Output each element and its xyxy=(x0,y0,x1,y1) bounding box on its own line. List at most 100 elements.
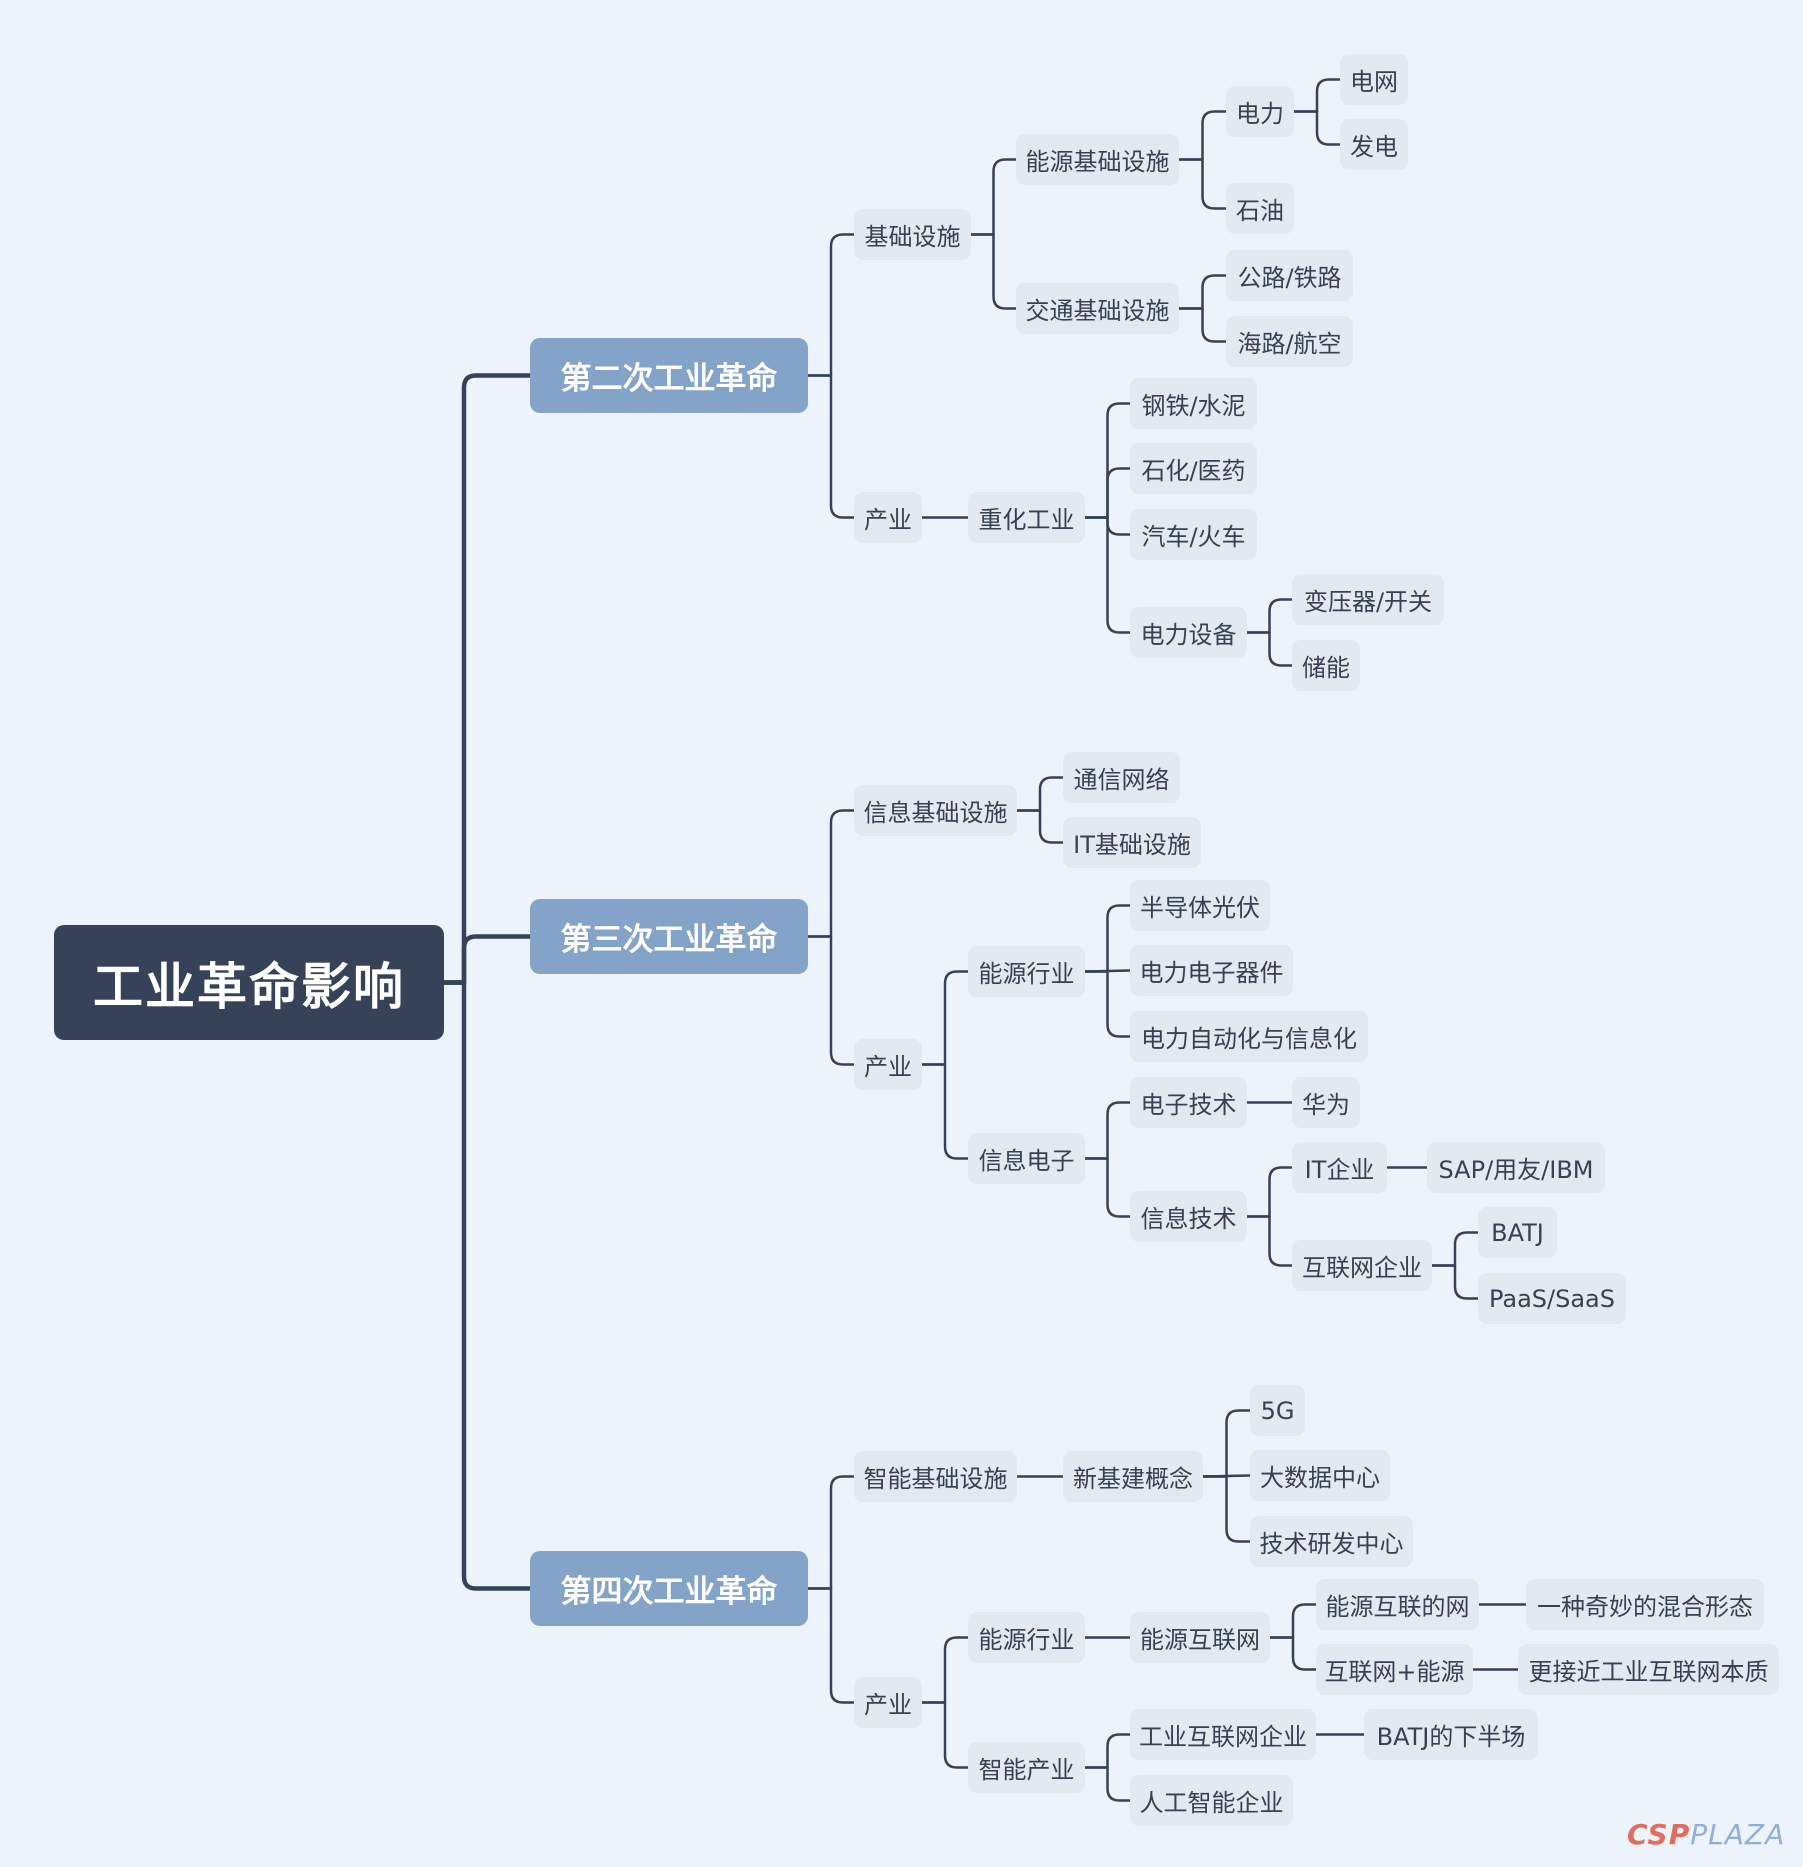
connector-c13-c14 xyxy=(1083,1733,1132,1769)
connector-a15-a16 xyxy=(1245,598,1294,634)
connector-c13-c16 xyxy=(1083,1766,1132,1802)
connector-b5-b6 xyxy=(1083,904,1132,973)
node-fourth-internet-energy[interactable]: 互联网+能源 xyxy=(1316,1644,1473,1695)
node-third-batj[interactable]: BATJ xyxy=(1478,1207,1557,1258)
node-second-sea-air[interactable]: 海路/航空 xyxy=(1226,316,1353,367)
node-third-huawei[interactable]: 华为 xyxy=(1292,1077,1360,1128)
connector-m2-a10 xyxy=(806,374,856,519)
node-second-title[interactable]: 第二次工业革命 xyxy=(530,338,808,413)
node-fourth-rnd-center[interactable]: 技术研发中心 xyxy=(1250,1516,1413,1567)
connector-a2-a3 xyxy=(1177,110,1228,161)
node-third-it-enterprise[interactable]: IT企业 xyxy=(1292,1142,1387,1193)
watermark-part-b: PLAZA xyxy=(1690,1818,1786,1851)
connector-a2-a6 xyxy=(1177,158,1228,210)
node-fourth-smart-industry[interactable]: 智能产业 xyxy=(968,1742,1085,1793)
node-fourth-big-data[interactable]: 大数据中心 xyxy=(1250,1450,1390,1501)
node-fourth-five-g[interactable]: 5G xyxy=(1250,1385,1305,1436)
connector-b1-b2 xyxy=(1015,776,1065,812)
connector-c8-c9 xyxy=(1268,1603,1318,1639)
connector-b4-b5 xyxy=(920,970,970,1066)
node-second-infrastructure[interactable]: 基础设施 xyxy=(854,209,971,260)
node-third-paas[interactable]: PaaS/SaaS xyxy=(1478,1273,1626,1324)
node-third-info-electronics[interactable]: 信息电子 xyxy=(968,1133,1085,1184)
node-fourth-smart-infra[interactable]: 智能基础设施 xyxy=(854,1451,1017,1502)
node-third-sap[interactable]: SAP/用友/IBM xyxy=(1427,1142,1605,1193)
connector-b4-b9 xyxy=(920,1063,970,1160)
node-third-title[interactable]: 第三次工业革命 xyxy=(530,899,808,974)
node-third-internet-enterprise[interactable]: 互联网企业 xyxy=(1292,1240,1432,1291)
connector-b15-b17 xyxy=(1430,1264,1480,1300)
node-fourth-energy-internet[interactable]: 能源互联网 xyxy=(1130,1612,1270,1663)
node-fourth-iiot-enterprise[interactable]: 工业互联网企业 xyxy=(1130,1709,1316,1760)
connector-c6-c7 xyxy=(920,1636,970,1704)
connector-a3-a4 xyxy=(1292,78,1342,113)
connector-a11-a12 xyxy=(1083,402,1132,519)
node-third-power-automation[interactable]: 电力自动化与信息化 xyxy=(1130,1011,1368,1062)
node-second-car-train[interactable]: 汽车/火车 xyxy=(1130,509,1257,560)
node-third-energy-sector[interactable]: 能源行业 xyxy=(968,946,1085,997)
connector-b12-b13 xyxy=(1245,1166,1294,1218)
connector-b9-b12 xyxy=(1083,1157,1132,1218)
connector-b1-b3 xyxy=(1015,809,1065,844)
node-third-info-tech[interactable]: 信息技术 xyxy=(1130,1191,1247,1242)
node-fourth-ai-enterprise[interactable]: 人工智能企业 xyxy=(1130,1775,1293,1826)
node-fourth-closer[interactable]: 更接近工业互联网本质 xyxy=(1518,1644,1779,1695)
node-second-electricity[interactable]: 电力 xyxy=(1226,86,1294,137)
node-second-road-rail[interactable]: 公路/铁路 xyxy=(1226,250,1353,301)
node-second-energy-storage[interactable]: 储能 xyxy=(1292,640,1360,691)
node-fourth-new-infra[interactable]: 新基建概念 xyxy=(1063,1451,1203,1502)
node-second-heavy-industry[interactable]: 重化工业 xyxy=(968,492,1085,543)
node-third-electronic-tech[interactable]: 电子技术 xyxy=(1130,1077,1247,1128)
node-second-petro-pharma[interactable]: 石化/医药 xyxy=(1130,443,1257,494)
connector-m3-b1 xyxy=(806,809,856,938)
connector-a7-a9 xyxy=(1177,307,1228,343)
connector-c6-c13 xyxy=(920,1701,970,1769)
connector-root-m2 xyxy=(441,373,533,985)
node-fourth-energy-net[interactable]: 能源互联的网 xyxy=(1316,1579,1479,1630)
connector-b15-b16 xyxy=(1430,1231,1480,1267)
connector-root-m3 xyxy=(441,934,533,985)
node-third-comm-network[interactable]: 通信网络 xyxy=(1063,752,1180,803)
node-second-steel-cement[interactable]: 钢铁/水泥 xyxy=(1130,378,1257,429)
connector-a1-a2 xyxy=(969,158,1018,236)
node-second-transport-infra[interactable]: 交通基础设施 xyxy=(1016,283,1179,334)
node-fourth-title[interactable]: 第四次工业革命 xyxy=(530,1551,808,1626)
watermark-part-a: CSP xyxy=(1627,1818,1691,1851)
node-second-transformer-switch[interactable]: 变压器/开关 xyxy=(1292,574,1444,625)
node-root[interactable]: 工业革命影响 xyxy=(54,925,444,1040)
node-second-energy-infra[interactable]: 能源基础设施 xyxy=(1016,134,1179,185)
connector-a7-a8 xyxy=(1177,274,1228,310)
watermark-logo: CSPPLAZA xyxy=(1627,1818,1785,1851)
connector-b5-b8 xyxy=(1083,970,1132,1038)
connector-a3-a5 xyxy=(1292,110,1342,146)
node-fourth-energy-sector[interactable]: 能源行业 xyxy=(968,1612,1085,1663)
connector-m4-c6 xyxy=(806,1587,856,1704)
connector-a11-a13 xyxy=(1083,467,1132,519)
node-second-power-equipment[interactable]: 电力设备 xyxy=(1130,607,1247,658)
connector-a11-a15 xyxy=(1083,516,1132,634)
node-third-semiconductor-pv[interactable]: 半导体光伏 xyxy=(1130,880,1270,931)
connector-a1-a7 xyxy=(969,233,1018,310)
connector-m4-c1 xyxy=(806,1475,856,1590)
connector-c8-c11 xyxy=(1268,1636,1318,1671)
node-third-power-electronics[interactable]: 电力电子器件 xyxy=(1130,945,1293,996)
node-fourth-hybrid[interactable]: 一种奇妙的混合形态 xyxy=(1526,1579,1764,1630)
connector-b9-b10 xyxy=(1083,1101,1132,1160)
node-third-industry[interactable]: 产业 xyxy=(854,1039,922,1090)
node-second-grid[interactable]: 电网 xyxy=(1340,54,1408,105)
node-second-oil[interactable]: 石油 xyxy=(1226,183,1294,234)
node-third-it-infra[interactable]: IT基础设施 xyxy=(1063,817,1201,868)
connector-c2-c3 xyxy=(1201,1409,1252,1478)
connector-m2-a1 xyxy=(806,233,856,377)
connector-root-m4 xyxy=(441,980,533,1591)
node-third-info-infra[interactable]: 信息基础设施 xyxy=(854,785,1017,836)
node-fourth-industry[interactable]: 产业 xyxy=(854,1677,922,1728)
connector-b12-b15 xyxy=(1245,1215,1294,1267)
node-second-industry[interactable]: 产业 xyxy=(854,492,922,543)
connector-c2-c5 xyxy=(1201,1475,1252,1543)
node-fourth-batj-second-half[interactable]: BATJ的下半场 xyxy=(1364,1709,1538,1760)
connector-a15-a17 xyxy=(1245,631,1294,667)
node-second-generation[interactable]: 发电 xyxy=(1340,119,1408,170)
connector-m3-b4 xyxy=(806,935,856,1066)
